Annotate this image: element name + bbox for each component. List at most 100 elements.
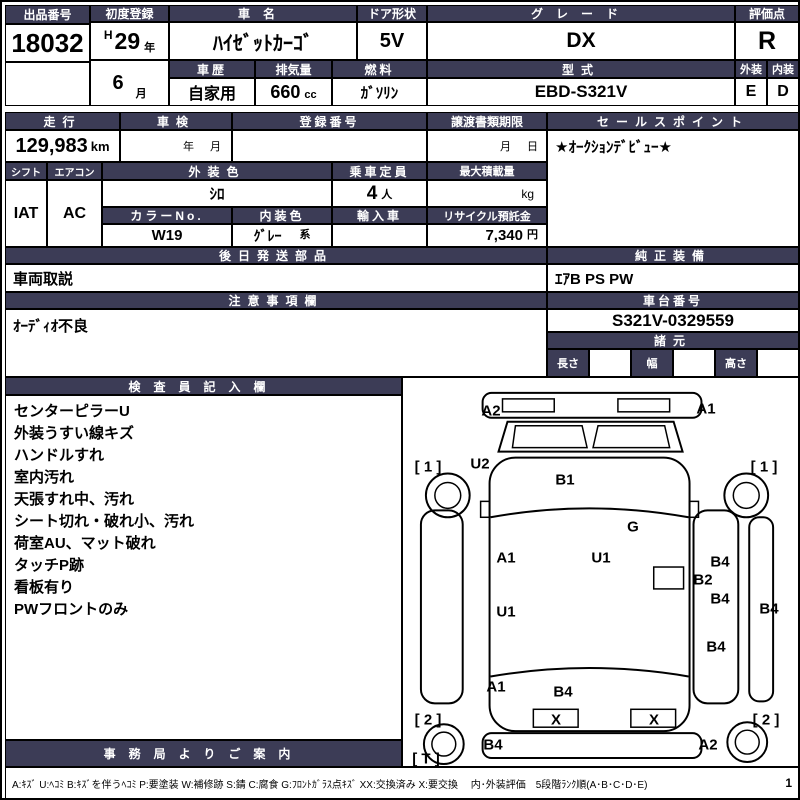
recycle-fee-number: 7,340 <box>485 227 523 244</box>
model-code-label: 型式 <box>427 60 735 78</box>
inspector-note-line: 天張すれ中、汚れ <box>14 491 135 508</box>
interior-color-suffix: 系 <box>299 229 311 241</box>
damage-mark: A1 <box>496 549 516 567</box>
registration-month: 6 <box>112 71 124 94</box>
recycle-deposit-label: リサイクル預託金 <box>427 207 547 224</box>
inspector-note-line: センターピラーU <box>14 403 130 420</box>
rear-hatch-shape <box>497 420 684 453</box>
door-shape-label: ドア形状 <box>357 5 427 22</box>
capacity-unit: 人 <box>381 189 393 201</box>
damage-mark: X <box>550 711 562 729</box>
inspection-month-suffix: 月 <box>210 141 221 153</box>
interior-score-value: D <box>767 78 798 106</box>
damage-mark: A2 <box>481 402 501 420</box>
right-side-panel-shape <box>692 509 740 705</box>
width-label: 幅 <box>631 349 673 377</box>
chassis-number-value: S321V-0329559 <box>547 309 798 332</box>
caution-notes-value: ｵｰﾃﾞｨｵ不良 <box>5 309 547 377</box>
caution-notes-label: 注意事項欄 <box>5 292 547 309</box>
damage-mark: B4 <box>553 683 573 701</box>
first-registration-month-cell: 6 月 <box>90 60 169 106</box>
right-sill-shape <box>748 516 775 703</box>
auction-no-empty-cell <box>5 62 90 106</box>
transfer-docs-deadline-value: 月 日 <box>427 130 547 162</box>
exterior-score-label: 外装 <box>735 60 767 78</box>
score-label: 評価点 <box>735 5 798 22</box>
fuel-value: ｶﾞｿﾘﾝ <box>332 78 427 106</box>
recycle-fee-unit: 円 <box>527 229 538 241</box>
era-prefix: H <box>103 28 113 42</box>
first-registration-year-cell: H 29 年 <box>90 22 169 60</box>
shift-value: IAT <box>5 180 47 247</box>
damage-mark: U1 <box>496 603 516 621</box>
mileage-number: 129,983 <box>15 134 88 157</box>
length-value <box>589 349 631 377</box>
damage-mark: U2 <box>470 455 490 473</box>
mileage-value: 129,983 km <box>5 130 120 162</box>
interior-color-label: 内装色 <box>232 207 332 224</box>
interior-color-name: ｸﾞﾚｰ <box>253 227 282 244</box>
exterior-color-label: 外装色 <box>102 162 332 180</box>
damage-mark: A1 <box>486 678 506 696</box>
damage-mark: A2 <box>698 736 718 754</box>
door-shape-value: 5V <box>357 22 427 60</box>
exterior-color-value: ｼﾛ <box>102 180 332 207</box>
transfer-docs-deadline-label: 譲渡書類期限 <box>427 112 547 130</box>
max-load-label: 最大積載量 <box>427 162 547 180</box>
import-value <box>332 224 427 247</box>
grade-value: DX <box>427 22 735 60</box>
damage-mark: [ T ] <box>412 750 440 768</box>
score-value: R <box>735 22 798 60</box>
damage-mark: B4 <box>759 600 779 618</box>
import-label: 輸入車 <box>332 207 427 224</box>
sales-point-label: セールスポイント <box>547 112 798 130</box>
ac-label: エアコン <box>47 162 102 180</box>
damage-mark: U1 <box>591 549 611 567</box>
height-value <box>757 349 798 377</box>
damage-mark: B4 <box>706 638 726 656</box>
chassis-number-label: 車台番号 <box>547 292 798 309</box>
damage-mark: [ 2 ] <box>752 711 780 729</box>
capacity-value: 4 人 <box>332 180 427 207</box>
color-number-value: W19 <box>102 224 232 247</box>
damage-mark: B4 <box>483 736 503 754</box>
registration-number-label: 登録番号 <box>232 112 427 130</box>
inspector-note-line: 看板有り <box>14 579 75 596</box>
car-body-shape <box>488 456 691 733</box>
damage-mark: B4 <box>710 590 730 608</box>
recycle-deposit-value: 7,340 円 <box>427 224 547 247</box>
inspection-year-suffix: 年 <box>183 141 194 153</box>
later-shipped-parts-label: 後日発送部品 <box>5 247 547 264</box>
damage-mark: [ 1 ] <box>414 458 442 476</box>
interior-score-label: 内装 <box>767 60 798 78</box>
mileage-label: 走行 <box>5 112 120 130</box>
width-value <box>673 349 715 377</box>
inspector-note-line: PWフロントのみ <box>14 601 129 618</box>
fuel-label: 燃料 <box>332 60 427 78</box>
height-label: 高さ <box>715 349 757 377</box>
car-diagram-drawing <box>419 391 775 766</box>
displacement-label: 排気量 <box>255 60 332 78</box>
inspector-note-line: 室内汚れ <box>14 469 75 486</box>
inspector-note-line: 外装うすい線キズ <box>14 425 135 442</box>
history-value: 自家用 <box>169 78 255 106</box>
grade-label: グレード <box>427 5 735 22</box>
legend-text: A:ｷｽﾞ U:ﾍｺﾐ B:ｷｽﾞを伴うﾍｺﾐ P:要塗装 W:補修跡 S:錆 … <box>12 779 648 791</box>
damage-mark: [ 1 ] <box>750 458 778 476</box>
sales-point-value: ★ｵｰｸｼｮﾝﾃﾞﾋﾞｭｰ★ <box>547 130 798 247</box>
displacement-number: 660 <box>270 81 301 102</box>
displacement-value: 660 cc <box>255 78 332 106</box>
color-number-label: カラーNo. <box>102 207 232 224</box>
shift-label: シフト <box>5 162 47 180</box>
inspector-note-line: ハンドルすれ <box>14 447 105 464</box>
genuine-equipment-value: ｴｱB PS PW <box>547 264 798 292</box>
damage-mark: [ 2 ] <box>414 711 442 729</box>
car-name-value: ﾊｲｾﾞｯﾄｶｰｺﾞ <box>169 22 357 60</box>
registration-year: 29 <box>114 27 141 54</box>
inspector-note-line: タッチP跡 <box>14 557 85 574</box>
length-label: 長さ <box>547 349 589 377</box>
later-shipped-parts-value: 車両取説 <box>5 264 547 292</box>
